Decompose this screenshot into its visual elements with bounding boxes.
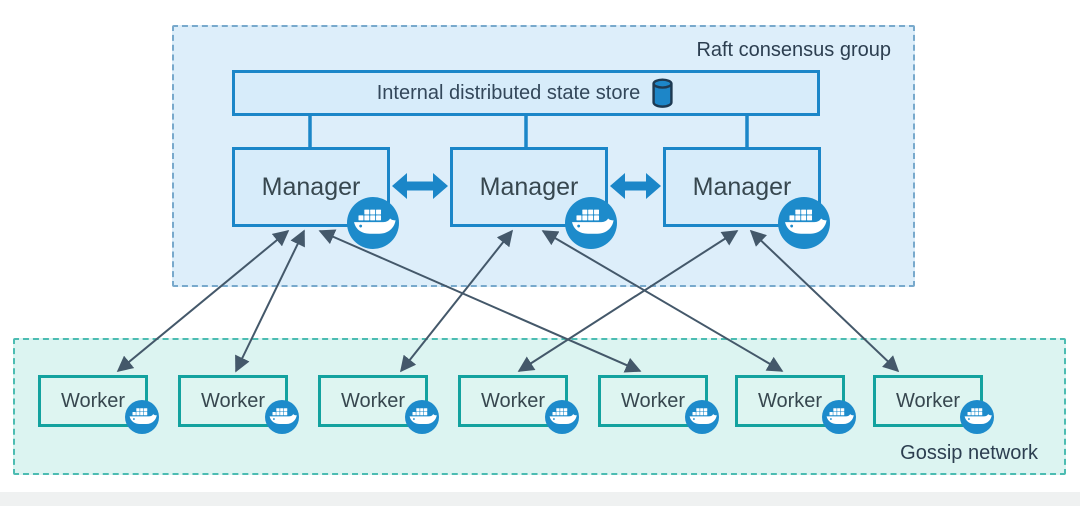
docker-whale-icon xyxy=(685,400,719,434)
worker-label: Worker xyxy=(60,389,126,412)
worker-label: Worker xyxy=(480,389,546,412)
state-store-label: Internal distributed state store xyxy=(376,81,641,104)
worker-node-1: Worker xyxy=(38,375,148,427)
worker-node-5: Worker xyxy=(598,375,708,427)
worker-label: Worker xyxy=(757,389,823,412)
gossip-network-label: Gossip network xyxy=(900,442,1038,464)
manager-node-2: Manager xyxy=(450,147,608,227)
database-icon xyxy=(650,78,675,108)
worker-label: Worker xyxy=(620,389,686,412)
worker-label: Worker xyxy=(895,389,961,412)
docker-whale-icon xyxy=(545,400,579,434)
docker-whale-icon xyxy=(265,400,299,434)
docker-whale-icon xyxy=(565,197,617,249)
worker-node-7: Worker xyxy=(873,375,983,427)
manager-label: Manager xyxy=(692,172,792,201)
worker-label: Worker xyxy=(340,389,406,412)
manager-label: Manager xyxy=(261,172,361,201)
docker-whale-icon xyxy=(960,400,994,434)
docker-whale-icon xyxy=(405,400,439,434)
worker-node-6: Worker xyxy=(735,375,845,427)
manager-label: Manager xyxy=(479,172,579,201)
worker-label: Worker xyxy=(200,389,266,412)
manager-node-1: Manager xyxy=(232,147,390,227)
worker-node-2: Worker xyxy=(178,375,288,427)
docker-whale-icon xyxy=(347,197,399,249)
bottom-strip xyxy=(0,492,1080,506)
worker-node-4: Worker xyxy=(458,375,568,427)
worker-node-3: Worker xyxy=(318,375,428,427)
manager-node-3: Manager xyxy=(663,147,821,227)
docker-whale-icon xyxy=(778,197,830,249)
raft-consensus-group-label: Raft consensus group xyxy=(696,39,891,61)
state-store-box: Internal distributed state store xyxy=(232,70,820,116)
docker-whale-icon xyxy=(125,400,159,434)
docker-whale-icon xyxy=(822,400,856,434)
